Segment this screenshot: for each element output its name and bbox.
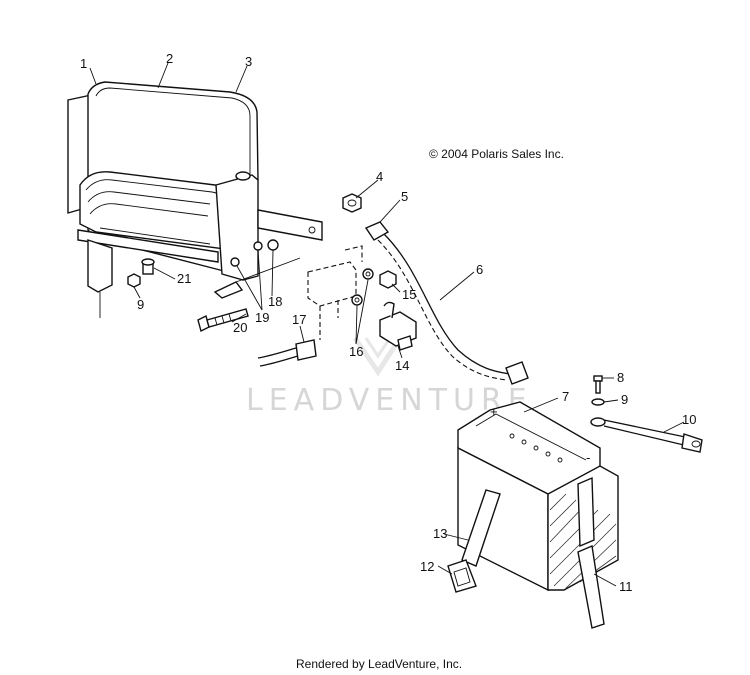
cable-end-boot [505, 361, 529, 385]
callout-12: 12 [420, 559, 434, 574]
watermark: LEADVENTURE [246, 336, 533, 418]
front-bracket [215, 174, 259, 281]
strap-buckle-12 [447, 559, 477, 593]
callout-7: 7 [562, 389, 569, 404]
relay-mount-outline [307, 245, 363, 340]
callout-3: 3 [245, 54, 252, 69]
mounting-arm [257, 209, 323, 241]
washer-18-icon [267, 239, 279, 251]
callout-8: 8 [617, 370, 624, 385]
callout-2: 2 [166, 51, 173, 66]
negative-cable-10 [590, 417, 703, 453]
tray-lip [77, 229, 219, 263]
nut-16a [362, 268, 374, 280]
bolt-21 [141, 258, 155, 275]
nut-16b [351, 294, 363, 306]
callout-9-left: 9 [137, 297, 144, 312]
lower-mount-bracket [87, 239, 113, 293]
watermark-text: LEADVENTURE [246, 383, 533, 418]
svg-text:+: + [490, 404, 498, 419]
callout-21: 21 [177, 271, 191, 286]
callout-17: 17 [292, 312, 306, 327]
screw-8 [593, 375, 603, 394]
callout-5: 5 [401, 189, 408, 204]
nut-9-left [127, 273, 141, 288]
callout-20: 20 [233, 320, 247, 335]
callout-18: 18 [268, 294, 282, 309]
callout-13: 13 [433, 526, 447, 541]
cable-terminal-5 [364, 221, 390, 241]
callout-9-right: 9 [621, 392, 628, 407]
callout-4: 4 [376, 169, 383, 184]
callout-16: 16 [349, 344, 363, 359]
battery-box-assembly [67, 81, 323, 318]
positive-cable-6 [364, 221, 529, 385]
watermark-logo-icon [352, 336, 403, 377]
nut-4 [342, 193, 362, 213]
copyright-notice: © 2004 Polaris Sales Inc. [429, 147, 564, 161]
washer-9-right [591, 398, 605, 406]
leader-lines [89, 62, 685, 587]
callout-15: 15 [402, 287, 416, 302]
bolt-20 [197, 308, 249, 333]
cable-17 [257, 339, 317, 367]
battery-strap-13 [461, 489, 501, 567]
mount-foot [213, 281, 244, 299]
callout-6: 6 [476, 262, 483, 277]
callout-10: 10 [682, 412, 696, 427]
callout-11: 11 [619, 579, 633, 594]
starter-solenoid-14 [379, 301, 417, 351]
battery-strap-11 [577, 476, 605, 629]
callout-1: 1 [80, 56, 87, 71]
nut-15 [379, 270, 397, 289]
callout-14: 14 [395, 358, 409, 373]
bolt-19b-head [253, 241, 263, 251]
footer-credit: Rendered by LeadVenture, Inc. [296, 657, 462, 671]
bolt-19-head [230, 257, 240, 267]
callout-labels: 1 2 3 4 5 6 7 8 9 10 11 12 13 14 15 16 1… [80, 51, 696, 594]
callout-19: 19 [255, 310, 269, 325]
svg-text:-: - [586, 450, 590, 465]
